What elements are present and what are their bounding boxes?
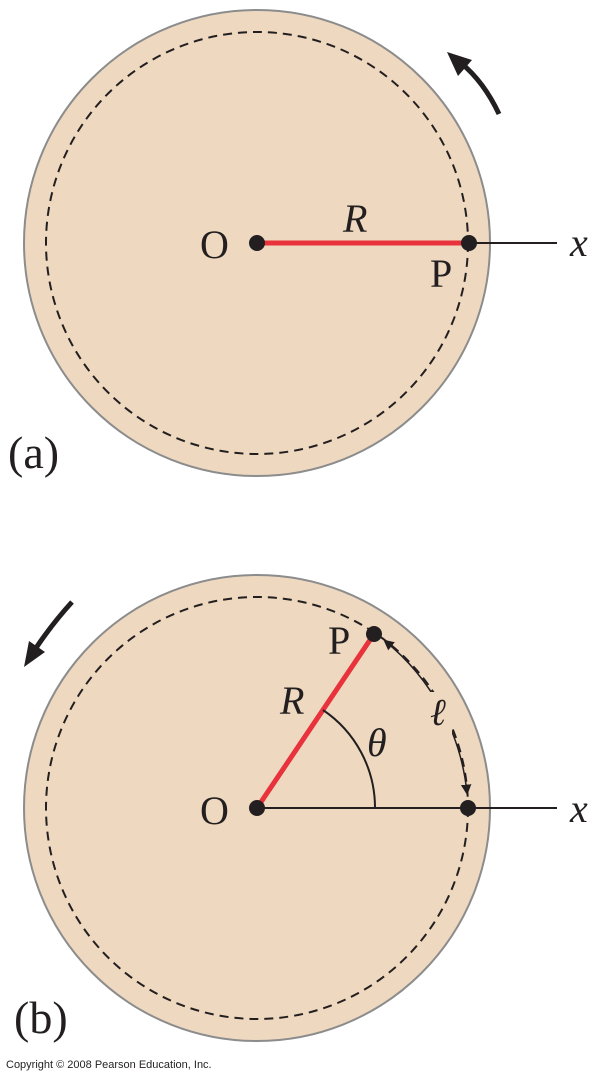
point-on-axis-b: [460, 800, 476, 816]
center-point-a: [249, 235, 265, 251]
point-label-b: P: [328, 618, 350, 663]
angle-arc-theta: [322, 709, 377, 809]
panel-b: O R P θ ℓ x (b): [14, 574, 588, 1043]
panel-a: O R P x (a): [8, 9, 588, 478]
center-label-a: O: [200, 222, 229, 267]
center-point-b: [249, 800, 265, 816]
panel-label-b: (b): [14, 992, 68, 1043]
radius-label-a: R: [342, 196, 367, 241]
radius-label-b: R: [279, 678, 304, 723]
radius-line-b: [254, 632, 377, 810]
panel-label-a: (a): [8, 427, 59, 478]
counterclockwise-arrow-icon: [447, 52, 502, 116]
x-axis-label-a: x: [569, 220, 588, 265]
point-p-a: [461, 235, 477, 251]
x-axis-label-b: x: [569, 786, 588, 831]
angle-label-theta: θ: [367, 720, 387, 765]
point-p-b: [366, 626, 382, 642]
arc-length-label: ℓ: [430, 692, 446, 734]
counterclockwise-arrow-icon: [24, 600, 74, 667]
copyright-notice: Copyright © 2008 Pearson Education, Inc.: [6, 1059, 212, 1071]
point-label-a: P: [430, 251, 452, 296]
center-label-b: O: [200, 788, 229, 833]
